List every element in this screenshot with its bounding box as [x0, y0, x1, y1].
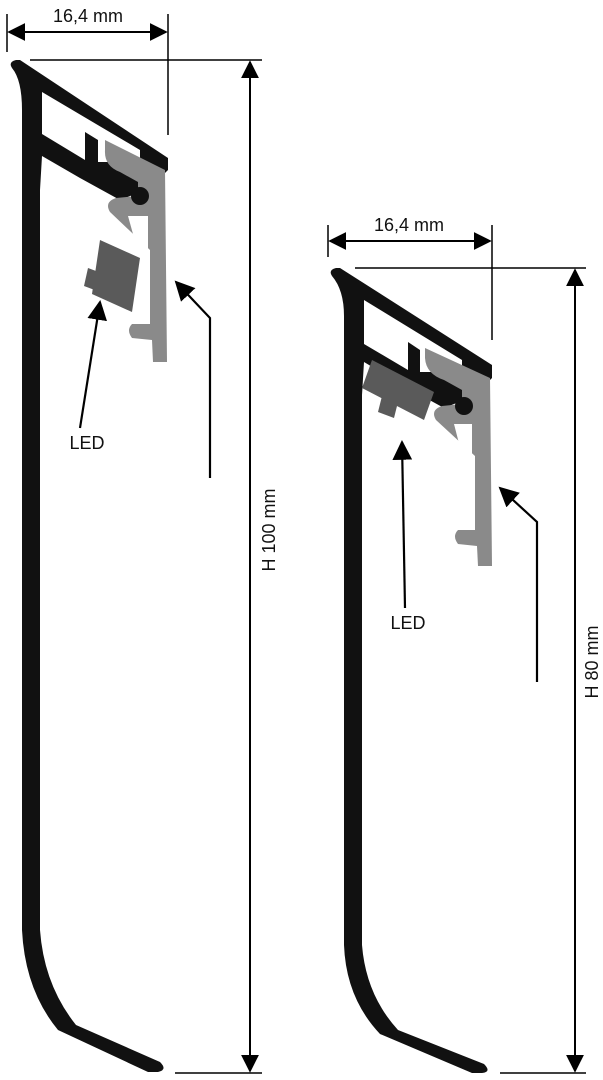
width-label-80: 16,4 mm [374, 215, 444, 235]
light-arrow-80 [498, 486, 539, 682]
width-dimension-100: 16,4 mm [6, 6, 169, 135]
led-arrow-100 [78, 300, 107, 429]
height-label-100: H 100 mm [259, 488, 279, 571]
height-dimension-100: H 100 mm [30, 59, 279, 1074]
diffuser-80 [425, 348, 492, 566]
width-dimension-80: 16,4 mm [327, 215, 493, 340]
height-dimension-80: H 80 mm [355, 267, 602, 1074]
led-label-100: LED [69, 433, 104, 453]
led-module-100 [84, 240, 140, 312]
height-label-80: H 80 mm [582, 625, 602, 698]
led-module-80 [362, 360, 434, 420]
led-arrow-80 [392, 440, 413, 609]
diffuser-100 [104, 140, 167, 362]
led-label-80: LED [390, 613, 425, 633]
width-label-100: 16,4 mm [53, 6, 123, 26]
profile-80: 16,4 mm H 80 mm LED [327, 215, 602, 1074]
light-arrow-100 [174, 280, 212, 478]
profile-100: 16,4 mm H 100 mm [6, 6, 279, 1074]
